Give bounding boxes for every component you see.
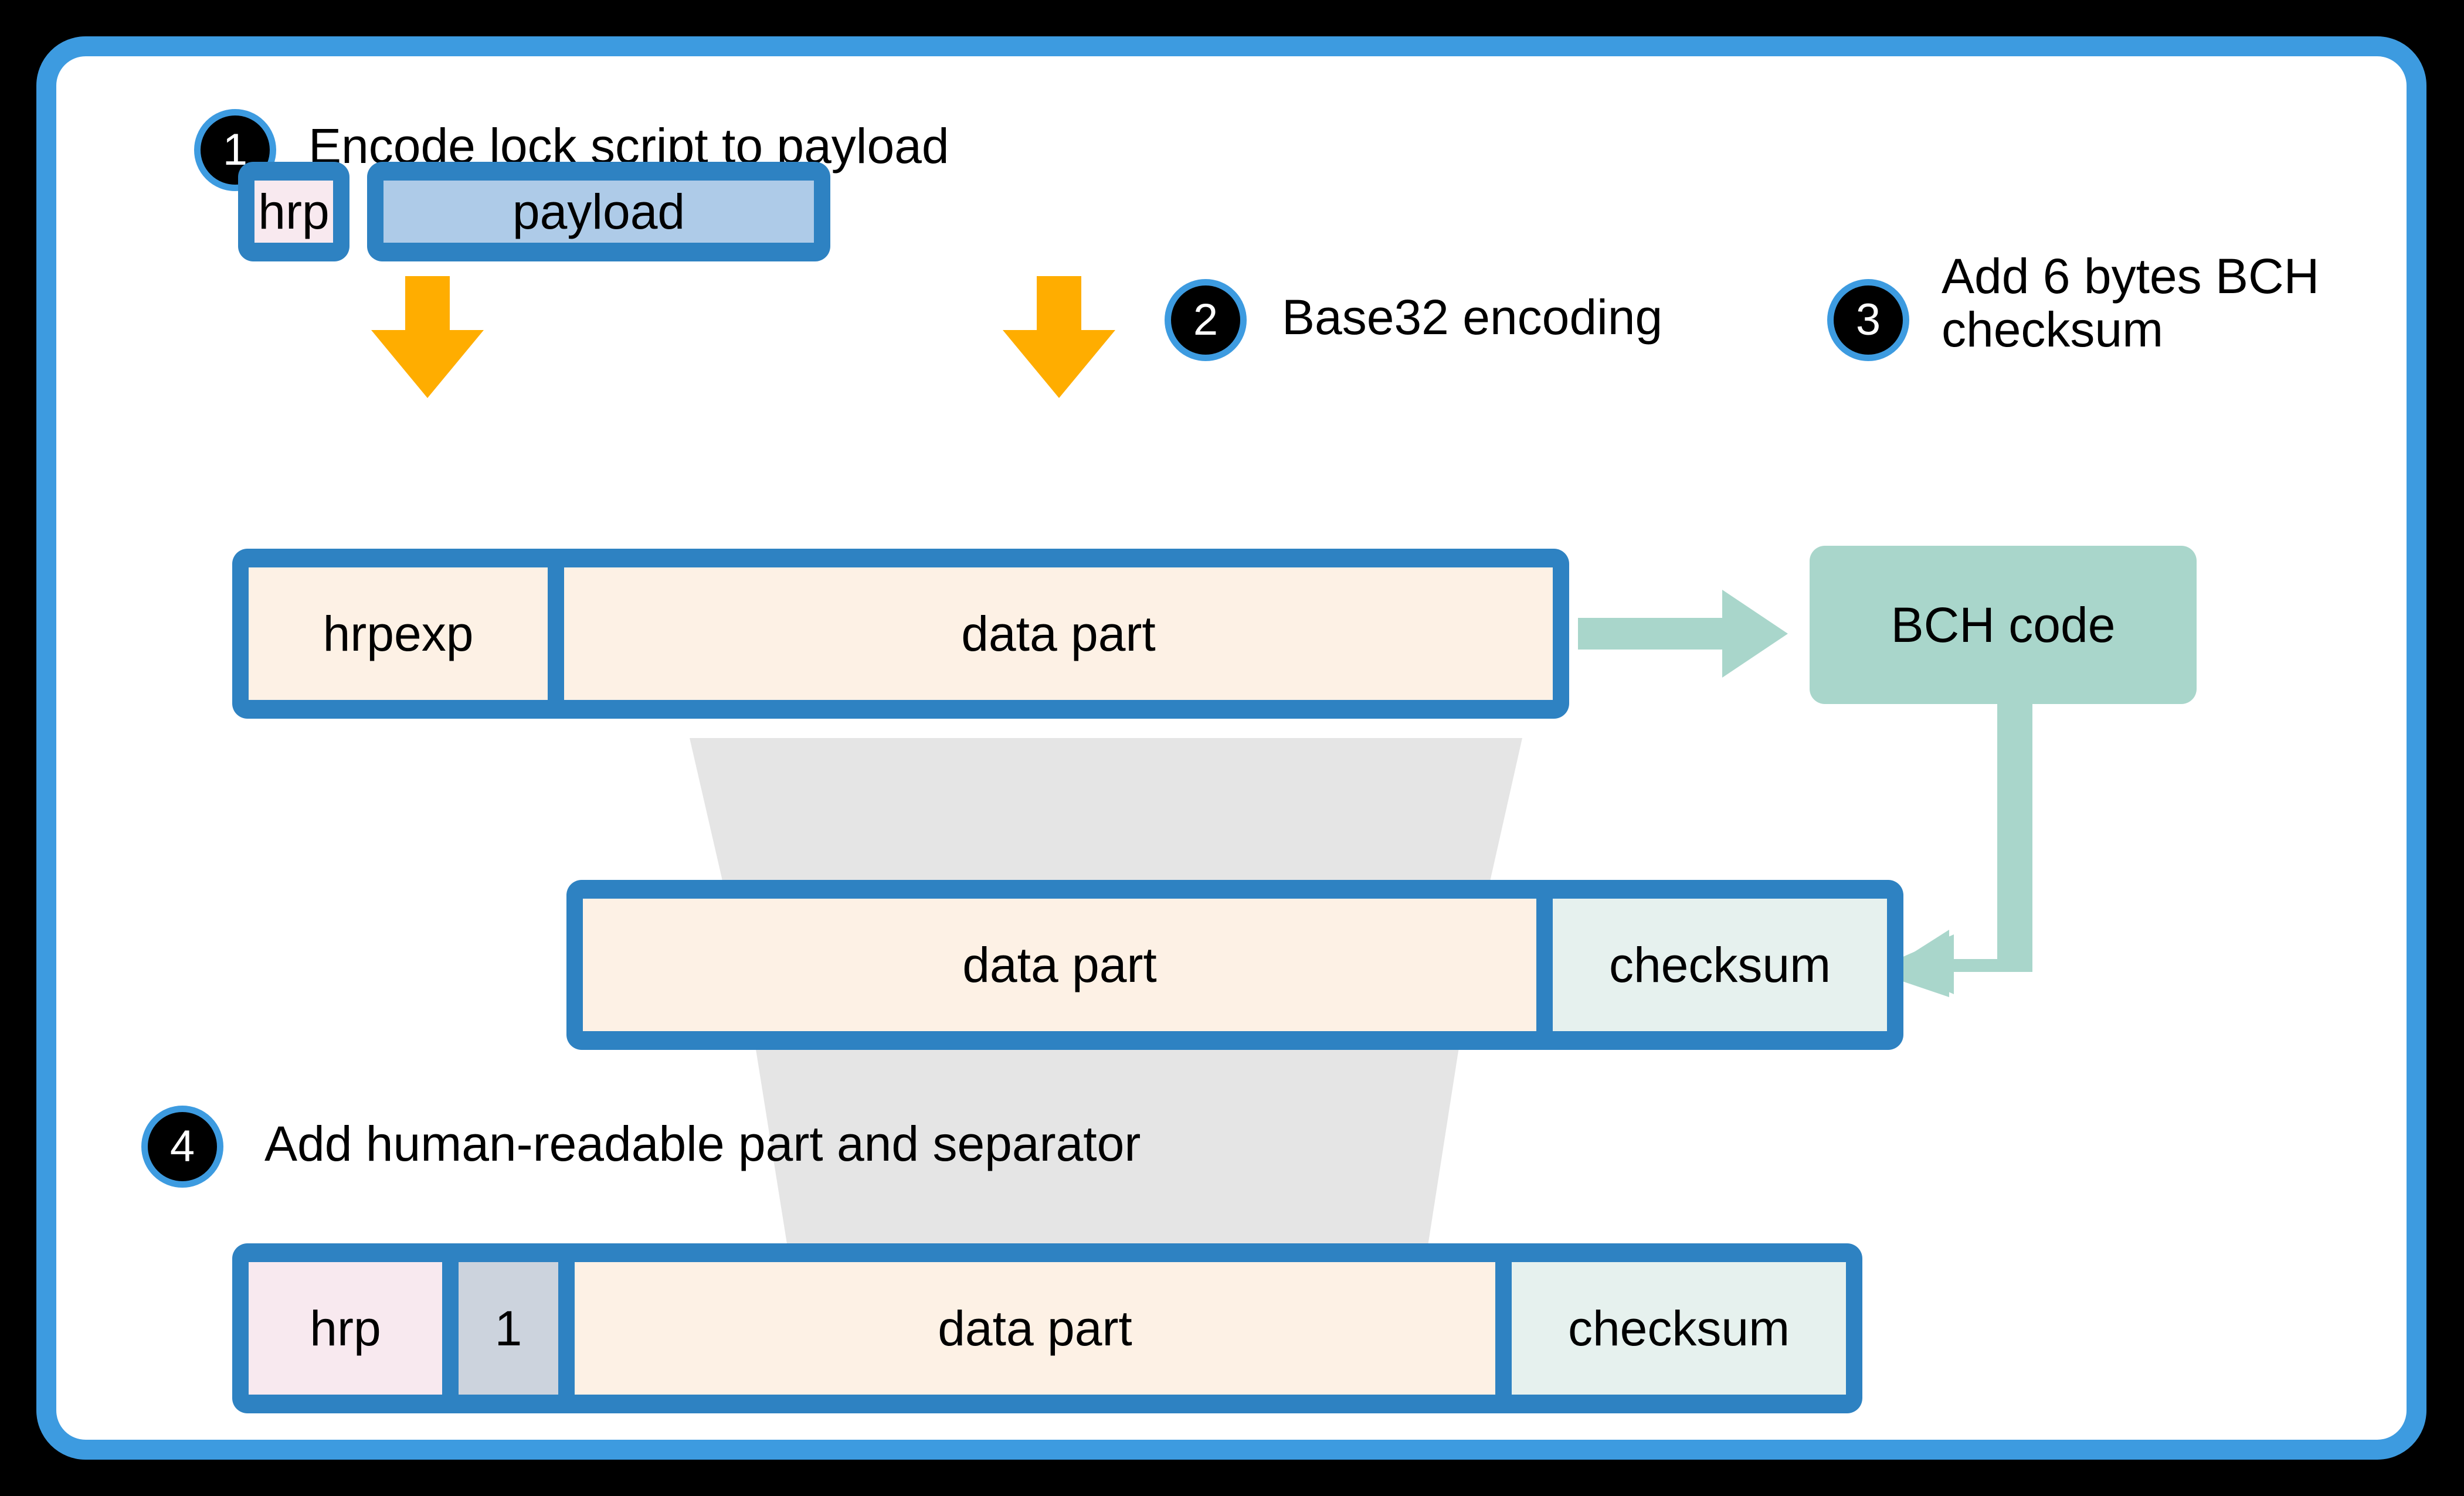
payload-group: payload (367, 162, 830, 261)
hrp-group: hrp (238, 162, 349, 261)
segment-hrp-final: hrp (249, 1262, 442, 1395)
final-address-group: hrp 1 data part checksum (232, 1243, 1862, 1413)
diagram-frame: 1 Encode lock script to payload hrp payl… (36, 36, 2426, 1460)
hrpexp-datapart-group: hrpexp data part (232, 549, 1569, 719)
segment-checksum-final: checksum (1512, 1262, 1846, 1395)
step-badge-4: 4 (141, 1106, 223, 1188)
step-label-4: Add human-readable part and separator (264, 1116, 1141, 1171)
segment-data-part-row3: data part (583, 899, 1536, 1031)
segment-separator-final: 1 (459, 1262, 558, 1395)
segment-hrp: hrp (254, 181, 333, 243)
datapart-checksum-group: data part checksum (566, 880, 1903, 1050)
right-arrow-to-bch-icon (1578, 590, 1788, 678)
step-badge-3: 3 (1827, 279, 1909, 361)
step-badge-2: 2 (1165, 279, 1247, 361)
bch-code-box: BCH code (1810, 546, 2197, 704)
down-arrow-payload-icon (1003, 276, 1115, 398)
segment-data-part-row2: data part (564, 567, 1553, 700)
connector-trapezoid-lower (744, 973, 1471, 1310)
segment-checksum-row3: checksum (1553, 899, 1887, 1031)
down-arrow-hrp-icon (371, 276, 484, 398)
step-label-3: Add 6 bytes BCH checksum (1942, 249, 2320, 357)
segment-hrpexp: hrpexp (249, 567, 548, 700)
segment-data-part-final: data part (575, 1262, 1495, 1395)
step-label-2: Base32 encoding (1282, 290, 1663, 345)
segment-payload: payload (383, 181, 814, 243)
